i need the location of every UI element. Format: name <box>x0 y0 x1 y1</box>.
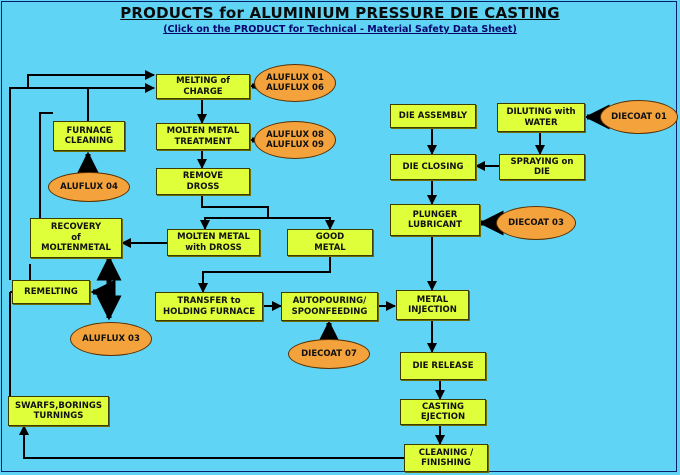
page-subtitle: (Click on the PRODUCT for Technical - Ma… <box>163 24 517 35</box>
connector-recovery-up <box>39 112 53 218</box>
step-remelting: REMELTING <box>12 280 90 304</box>
step-autopouring-spoonfeeding: AUTOPOURING/ SPOONFEEDING <box>281 292 378 321</box>
step-spraying-on-die: SPRAYING on DIE <box>499 154 585 180</box>
connector-remove-dross-split <box>200 195 269 230</box>
step-die-release: DIE RELEASE <box>400 352 486 380</box>
step-furnace-cleaning: FURNACE CLEANING <box>53 121 125 151</box>
step-recovery-of-molten-metal: RECOVERY of MOLTENMETAL <box>30 218 122 258</box>
step-molten-metal-treatment: MOLTEN METAL TREATMENT <box>156 123 250 150</box>
product-aluflux-03[interactable]: ALUFLUX 03 <box>70 322 152 356</box>
step-plunger-lubricant: PLUNGER LUBRICANT <box>390 204 480 236</box>
product-diecoat-03[interactable]: DIECOAT 03 <box>496 206 576 240</box>
connector-furnace-to-melting <box>87 83 155 121</box>
connector-main-left <box>27 70 155 88</box>
page-title: PRODUCTS for ALUMINIUM PRESSURE DIE CAST… <box>120 4 560 22</box>
step-casting-ejection: CASTING EJECTION <box>400 399 486 425</box>
connector-left-loop <box>9 87 154 280</box>
step-diluting-with-water: DILUTING with WATER <box>497 103 585 132</box>
step-die-closing: DIE CLOSING <box>390 154 476 180</box>
product-aluflux-04[interactable]: ALUFLUX 04 <box>48 172 130 202</box>
step-remove-dross: REMOVE DROSS <box>156 168 250 195</box>
connector-good-to-transfer <box>198 256 331 293</box>
connector-to-good-metal <box>268 217 335 230</box>
product-diecoat-07[interactable]: DIECOAT 07 <box>288 339 370 369</box>
product-aluflux-08-09[interactable]: ALUFLUX 08 ALUFLUX 09 <box>254 121 336 159</box>
step-cleaning-finishing: CLEANING / FINISHING <box>404 444 488 472</box>
step-die-assembly: DIE ASSEMBLY <box>390 104 476 128</box>
step-molten-metal-with-dross: MOLTEN METAL with DROSS <box>167 229 260 256</box>
step-good-metal: GOOD METAL <box>287 229 373 256</box>
step-melting-of-charge: MELTING of CHARGE <box>156 74 250 99</box>
step-swarfs-borings-turnings: SWARFS,BORINGS TURNINGS <box>8 396 109 426</box>
connector-cleaning-to-swarfs <box>19 425 404 459</box>
product-aluflux-01-06[interactable]: ALUFLUX 01 ALUFLUX 06 <box>254 64 336 102</box>
step-transfer-to-holding-furnace: TRANSFER to HOLDING FURNACE <box>155 292 263 321</box>
product-diecoat-01[interactable]: DIECOAT 01 <box>600 100 678 134</box>
step-metal-injection: METAL INJECTION <box>396 290 469 320</box>
